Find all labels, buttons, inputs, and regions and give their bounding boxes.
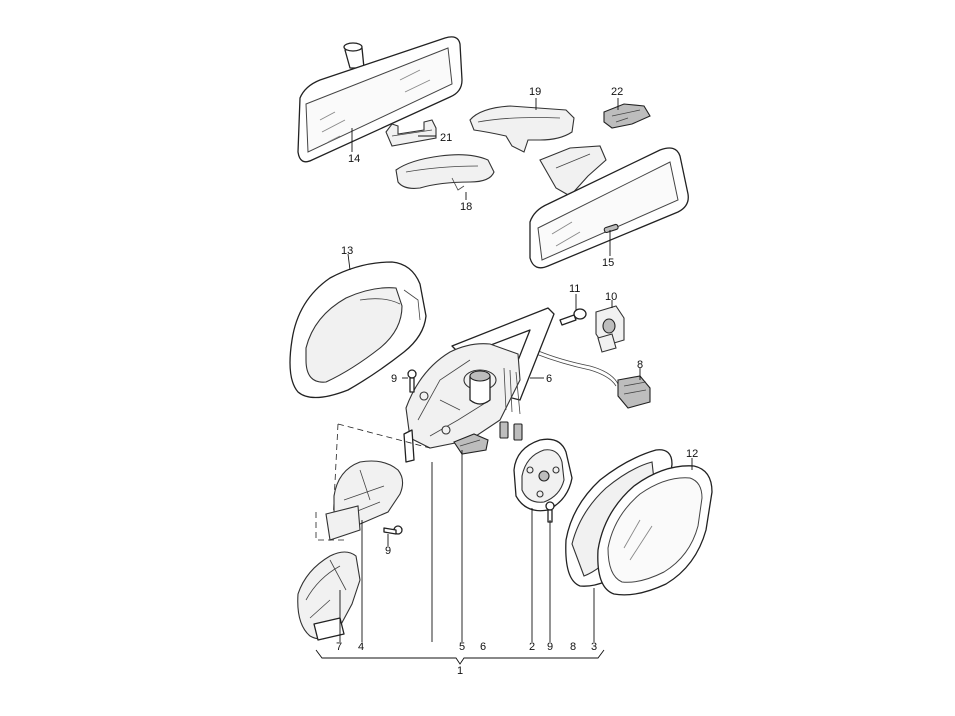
bottom-ref-9: 9 xyxy=(547,641,553,653)
bottom-ref-3: 3 xyxy=(591,641,597,653)
callout-14: 14 xyxy=(348,153,360,165)
screw-11 xyxy=(559,308,587,326)
pad-5 xyxy=(453,433,489,455)
assembly-bracket xyxy=(315,649,605,665)
interior-mirror-15 xyxy=(529,145,689,269)
callout-19: 19 xyxy=(529,86,541,98)
wiring-harness-8 xyxy=(535,349,651,409)
cover-shell-7 xyxy=(297,551,361,641)
mirror-cover-19 xyxy=(469,105,575,153)
adjustment-motor-2 xyxy=(513,438,573,512)
callout-11: 11 xyxy=(569,283,580,295)
screw-9-upper xyxy=(407,369,417,393)
bottom-ref-8: 8 xyxy=(570,641,576,653)
interior-mirror-14 xyxy=(297,36,463,163)
callout-15: 15 xyxy=(602,257,614,269)
callout-12: 12 xyxy=(686,448,698,460)
bottom-ref-5: 5 xyxy=(459,641,465,653)
callout-18: 18 xyxy=(460,201,472,213)
trim-panel-4 xyxy=(315,423,431,541)
callout-22: 22 xyxy=(611,86,623,98)
bottom-reference-row: 7 4 5 6 2 9 8 3 1 xyxy=(336,641,597,677)
callout-21: 21 xyxy=(440,132,452,144)
callout-6-upper: 6 xyxy=(546,373,552,385)
assembly-label-1: 1 xyxy=(457,665,463,677)
clip-22 xyxy=(603,103,651,129)
callout-9-lower: 9 xyxy=(385,545,391,557)
lamp-unit-10 xyxy=(595,305,625,353)
mirror-glass-12 xyxy=(597,465,713,596)
screw-9-lower xyxy=(383,501,555,535)
callout-9-upper: 9 xyxy=(391,373,397,385)
callout-13: 13 xyxy=(341,245,353,257)
bottom-ref-4: 4 xyxy=(358,641,364,653)
callout-10: 10 xyxy=(605,291,617,303)
mount-clip-21 xyxy=(385,119,437,147)
callout-8-upper: 8 xyxy=(637,359,643,371)
outer-mirror-housing-13 xyxy=(289,261,427,399)
mirror-cover-18 xyxy=(395,154,495,191)
bottom-ref-7: 7 xyxy=(336,641,342,653)
mirror-base-6 xyxy=(403,307,555,463)
bottom-ref-2: 2 xyxy=(529,641,535,653)
bottom-ref-6: 6 xyxy=(480,641,486,653)
leader-lines xyxy=(339,98,693,642)
callout-labels: 14 21 18 19 22 15 13 11 10 9 6 8 12 9 xyxy=(341,86,698,557)
